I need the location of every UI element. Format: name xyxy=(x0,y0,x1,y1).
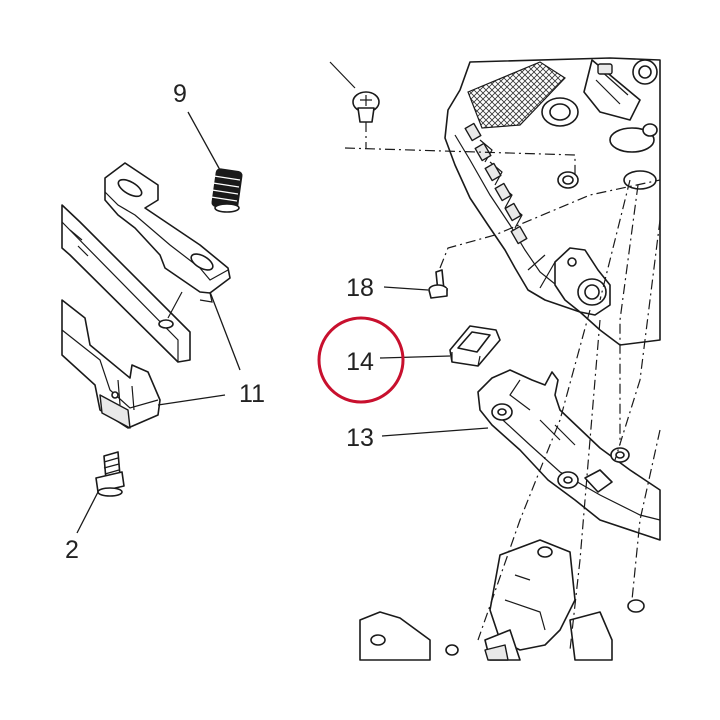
bracket-part-13 xyxy=(477,369,661,541)
callout-label-13: 13 xyxy=(346,424,374,452)
highlight-circle xyxy=(317,316,405,404)
callout-label-14: 14 xyxy=(346,348,374,376)
callout-18: 18 xyxy=(346,274,429,302)
callout-label-11: 11 xyxy=(239,380,265,408)
upper-bracket-assembly xyxy=(444,57,661,346)
callout-11: 11 xyxy=(157,291,265,408)
callout-label-9: 9 xyxy=(173,80,187,108)
pin-part-18 xyxy=(428,269,448,299)
callout-label-18: 18 xyxy=(346,274,374,302)
left-rail-assembly xyxy=(61,204,191,429)
fastener-mount-screw xyxy=(557,171,579,189)
bolt-part-2 xyxy=(95,451,125,497)
assembly-center-lines xyxy=(344,122,661,651)
grommet-part-14 xyxy=(449,325,501,367)
screw-under-plate xyxy=(158,291,183,329)
screw-top xyxy=(329,61,380,123)
base-frame xyxy=(359,539,645,661)
callout-14: 14 xyxy=(317,316,451,404)
spring-plate xyxy=(104,162,231,303)
callout-2: 2 xyxy=(65,491,99,564)
callout-13: 13 xyxy=(346,424,489,452)
spring-part-9 xyxy=(210,168,243,213)
callout-label-2: 2 xyxy=(65,536,79,564)
callout-9: 9 xyxy=(173,80,221,171)
